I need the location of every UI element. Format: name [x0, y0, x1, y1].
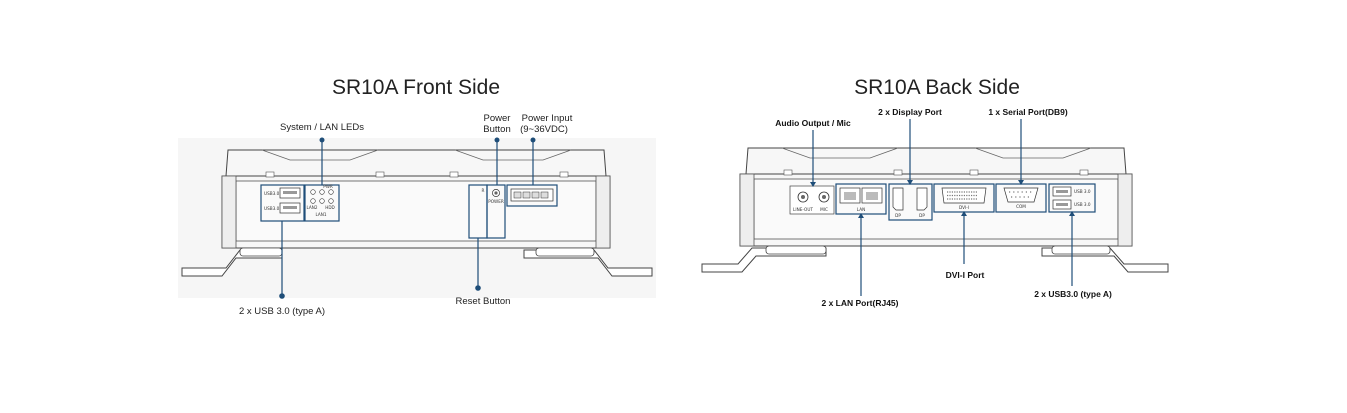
audio-callout-label: Audio Output / Mic — [775, 118, 851, 128]
front-usb1-label: USB3.0 — [264, 191, 280, 196]
dvi-label: DVI-I — [959, 205, 969, 210]
power-button-callout-line1: Power — [484, 113, 511, 124]
back-usb1-label: USB 3.0 — [1074, 189, 1091, 194]
power-input-callout-line1: Power Input — [522, 113, 573, 124]
led-lan1-label: LAN1 — [315, 212, 326, 217]
display-callout-label: 2 x Display Port — [878, 107, 942, 117]
led-5-icon — [319, 198, 325, 204]
back-display-ports: DP DP — [888, 183, 933, 221]
dvi-callout-label: DVI-I Port — [946, 270, 985, 280]
back-side: SR10A Back Side LINE-OUT — [701, 76, 1169, 308]
back-title: SR10A Back Side — [854, 76, 1020, 99]
usb-callout-label: 2 x USB 3.0 (type A) — [239, 306, 325, 317]
leds-callout-label: System / LAN LEDs — [280, 122, 364, 133]
front-side: SR10A Front Side — [178, 76, 656, 317]
front-right-bracket — [523, 249, 653, 277]
front-callouts — [279, 137, 536, 299]
power-button-callout-line2: Button — [483, 124, 510, 135]
led-hdd-label: HDD — [325, 205, 335, 210]
back-usb2-label: USB 3.0 — [1074, 202, 1091, 207]
back-lan-ports: LAN — [835, 183, 887, 215]
front-usb2-label: USB3.0 — [264, 206, 280, 211]
led-pwr-label: PWR — [323, 184, 333, 189]
usb-callout-label-back: 2 x USB3.0 (type A) — [1034, 289, 1112, 299]
dp1-label: DP — [895, 213, 901, 218]
front-buttons: R POWER — [468, 184, 506, 239]
front-power-input — [506, 184, 558, 207]
back-callouts — [810, 119, 1075, 296]
lan-label: LAN — [857, 207, 865, 212]
back-serial-port: COM — [995, 183, 1047, 213]
led-lan2-label: LAN2 — [306, 205, 317, 210]
com-label: COM — [1016, 204, 1026, 209]
power-input-callout-line2: (9~36VDC) — [520, 124, 568, 135]
led-6-icon — [328, 198, 334, 204]
front-title: SR10A Front Side — [332, 76, 500, 99]
lan-callout-label: 2 x LAN Port(RJ45) — [822, 298, 899, 308]
led-3-icon — [328, 189, 334, 195]
led-1-icon — [310, 189, 316, 195]
serial-callout-label: 1 x Serial Port(DB9) — [988, 107, 1068, 117]
back-device — [701, 147, 1169, 273]
dp2-label: DP — [919, 213, 925, 218]
mic-label: MIC — [820, 207, 828, 212]
reset-label: R — [482, 188, 485, 193]
back-audio-ports: LINE-OUT MIC — [789, 185, 835, 215]
reset-callout-label: Reset Button — [456, 296, 511, 307]
led-4-icon — [310, 198, 316, 204]
power-button-label: POWER — [488, 199, 504, 204]
led-2-icon — [319, 189, 325, 195]
line-out-label: LINE-OUT — [793, 207, 813, 212]
